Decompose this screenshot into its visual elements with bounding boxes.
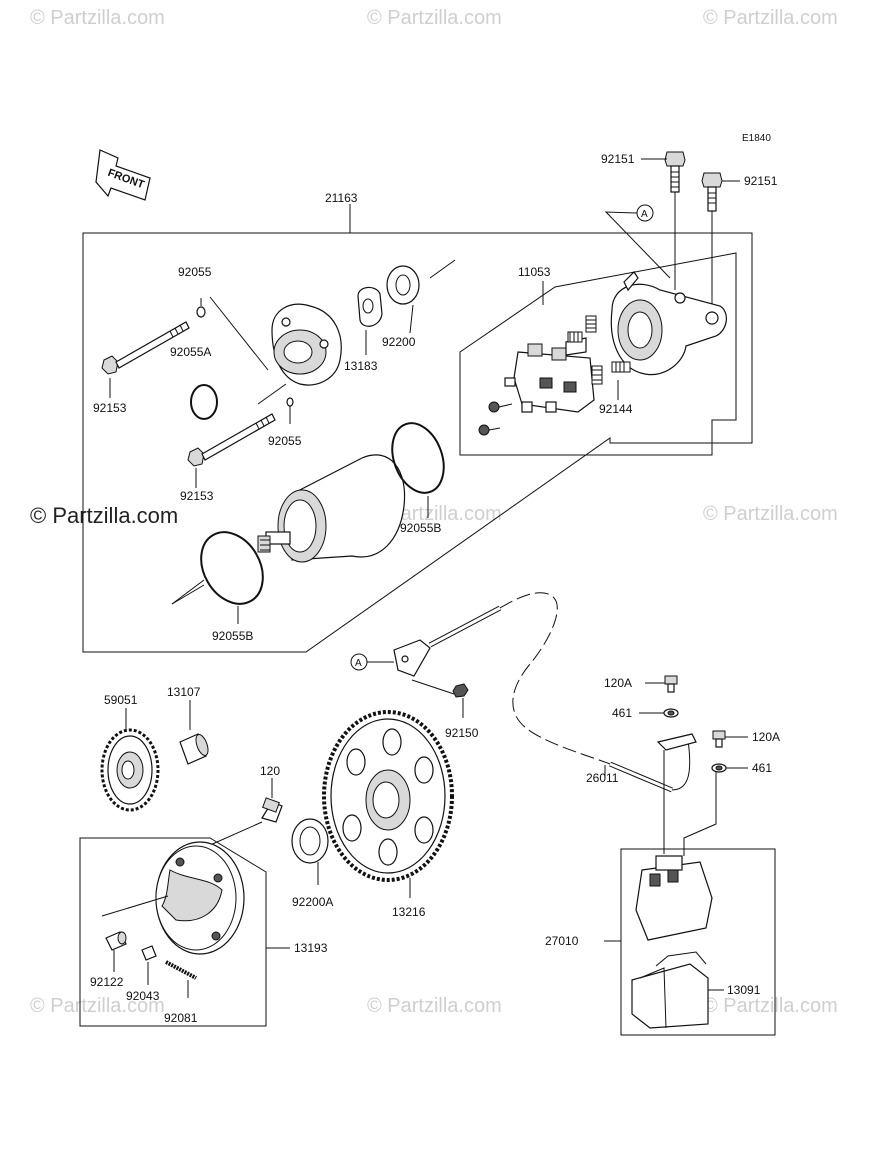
watermark-mid-right: © Partzilla.com [703, 503, 838, 525]
oring-92055B-right [391, 422, 445, 518]
clutch-box [79, 837, 267, 1027]
relay-cover-13091 [631, 951, 724, 1029]
bolt-120 [207, 778, 283, 847]
label-11053: 11053 [518, 265, 551, 279]
label-92055-top: 92055 [178, 265, 212, 279]
watermark-bottom-right: © Partzilla.com [703, 995, 838, 1017]
label-13091: 13091 [727, 983, 761, 997]
label-92055B-right: 92055B [400, 521, 441, 535]
watermark-top-right: © Partzilla.com [703, 7, 838, 29]
label-92122: 92122 [90, 975, 124, 989]
label-92144: 92144 [599, 402, 633, 416]
gear-13216 [322, 710, 454, 898]
label-120A-right: 120A [752, 730, 780, 744]
gear-59051 [100, 708, 160, 812]
label-13107: 13107 [167, 685, 201, 699]
label-92055-mid: 92055 [268, 434, 302, 448]
oring-92055B-bottom [171, 531, 264, 624]
watermarks: © Partzilla.com © Partzilla.com © Partzi… [30, 7, 838, 1017]
watermark-top-center: © Partzilla.com [367, 7, 502, 29]
bolt-92153-bottom [187, 413, 276, 488]
watermark-bottom-center: © Partzilla.com [367, 995, 502, 1017]
label-27010: 27010 [545, 934, 579, 948]
watermark-top-left: © Partzilla.com [30, 7, 165, 29]
brush-holder-box [459, 252, 737, 456]
diagram-code: E1840 [742, 133, 771, 144]
spring-92081 [165, 960, 197, 998]
pin-92043 [141, 945, 157, 985]
label-13216: 13216 [392, 905, 426, 919]
starter-clutch [101, 841, 245, 955]
oring-92055-top [196, 298, 206, 318]
starter-motor-assembly-box [82, 232, 753, 653]
label-120A-top: 120A [604, 676, 632, 690]
plate-13183 [357, 286, 383, 355]
label-21163: 21163 [325, 191, 358, 205]
label-92200A: 92200A [292, 895, 333, 909]
label-461-top: 461 [612, 706, 632, 720]
label-92153-top: 92153 [93, 401, 127, 415]
bolt-92151-right [701, 172, 740, 310]
bolt-120A-top [645, 675, 678, 693]
relay-box [620, 848, 776, 1036]
label-92081: 92081 [164, 1011, 198, 1025]
label-59051: 59051 [104, 693, 138, 707]
label-92150: 92150 [445, 726, 479, 740]
oring-92055A [190, 384, 218, 420]
motor-yoke [257, 454, 406, 563]
washer-92200 [386, 259, 456, 334]
starter-relay [635, 855, 713, 941]
roller-92122 [105, 931, 127, 972]
label-92055A: 92055A [170, 345, 211, 359]
label-26011: 26011 [586, 771, 619, 785]
label-120: 120 [260, 764, 280, 778]
springs-92144 [567, 315, 631, 400]
label-13183: 13183 [344, 359, 378, 373]
label-92200: 92200 [382, 335, 416, 349]
watermark-bottom-left: © Partzilla.com [30, 995, 165, 1017]
label-92153-bottom: 92153 [180, 489, 214, 503]
svg-text:A: A [355, 658, 362, 669]
washer-461-right [711, 763, 748, 773]
bolt-92153-top [101, 321, 190, 398]
starter-cable-26011 [428, 592, 691, 793]
ref-a-top: A [604, 204, 671, 279]
washer-92200A [291, 818, 329, 885]
washer-461-top [639, 708, 679, 718]
end-cover-brush-side [610, 271, 727, 376]
cable-terminal: A [350, 639, 455, 695]
oring-92055-mid [286, 397, 294, 424]
label-461-right: 461 [752, 761, 772, 775]
label-13193: 13193 [294, 941, 328, 955]
relay-wire-lead [656, 733, 717, 856]
watermark-mid-left: © Partzilla.com [30, 503, 178, 528]
shaft-13107 [179, 700, 209, 765]
brush-screws [478, 401, 513, 436]
front-arrow-icon: FRONT [95, 149, 151, 201]
nut-92150 [452, 683, 469, 718]
brush-plate [504, 337, 595, 413]
svg-text:A: A [641, 209, 648, 220]
bolt-120A-right [712, 730, 748, 748]
label-92151-right: 92151 [744, 174, 778, 188]
label-92151-left: 92151 [601, 152, 635, 166]
label-92055B-bottom: 92055B [212, 629, 253, 643]
label-92043: 92043 [126, 989, 160, 1003]
front-cover [209, 296, 342, 405]
bolt-92151-left [641, 151, 686, 290]
